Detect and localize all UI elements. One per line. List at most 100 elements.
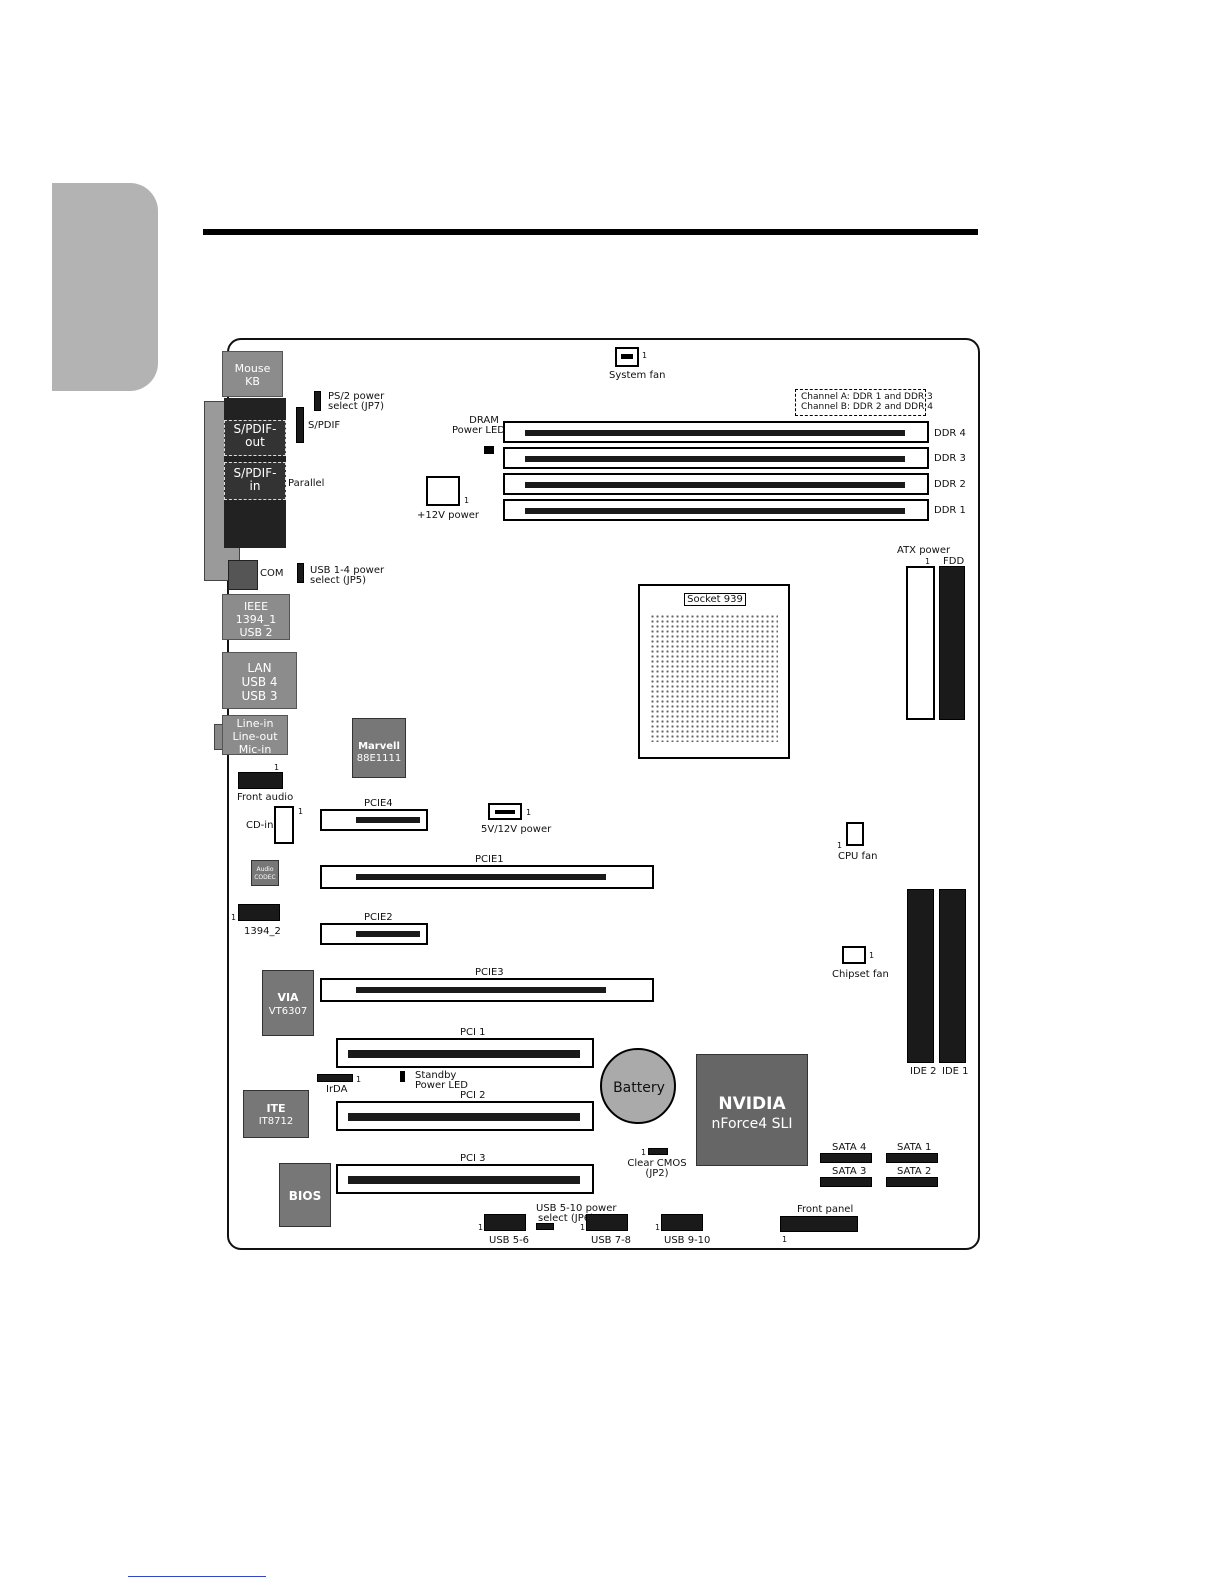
front-panel-label: Front panel [797, 1204, 854, 1215]
nvidia-model: nForce4 SLI [711, 1116, 793, 1132]
heading-rule [203, 229, 978, 235]
ieee1394-2-pin1: 1 [231, 913, 237, 922]
via-chip: VIA VT6307 [262, 970, 314, 1036]
pcie2-label: PCIE2 [364, 912, 393, 923]
cd-in-pin1: 1 [298, 807, 304, 816]
channel-note-box [795, 389, 926, 416]
front-audio-pin1: 1 [274, 763, 280, 772]
jp6-label-2: select (JP6) [538, 1213, 595, 1224]
ddr2-label: DDR 2 [934, 479, 966, 490]
system-fan-connector [615, 347, 639, 367]
pci2-label: PCI 2 [460, 1090, 486, 1101]
ieee1394-usb-port: IEEE 1394_1 USB 2 USB 1 [222, 594, 290, 652]
cd-in-label: CD-in [246, 820, 274, 831]
spdif-out-label-2: out [245, 435, 265, 449]
pcie2-slot [320, 923, 428, 945]
sata4-connector [820, 1153, 872, 1163]
via-model: VT6307 [268, 1006, 308, 1017]
jp7-label-2: select (JP7) [328, 401, 385, 412]
pcie1-label: PCIE1 [475, 854, 504, 865]
spdif-in-port: S/PDIF- in [224, 462, 286, 500]
cpu-fan-connector [846, 822, 864, 846]
ieee1394-2-header [238, 904, 280, 921]
clear-cmos-jumper [648, 1148, 668, 1155]
sata2-label: SATA 2 [897, 1166, 932, 1177]
front-panel-header [780, 1216, 858, 1232]
kb-label: KB [245, 375, 260, 388]
ddr3-slot [503, 447, 929, 469]
audio-codec-label: Audio [256, 866, 274, 873]
battery-label: Battery [613, 1080, 665, 1096]
usb910-pin1: 1 [655, 1223, 661, 1232]
nvidia-chip: NVIDIA nForce4 SLI [696, 1054, 808, 1166]
chipset-fan-label: Chipset fan [832, 969, 889, 980]
fdd-label: FDD [943, 556, 965, 567]
audio-codec-chip: Audio CODEC [251, 860, 279, 886]
bios-label: BIOS [288, 1189, 322, 1203]
board-outline [227, 338, 980, 1250]
front-audio-label: Front audio [237, 792, 294, 803]
pci1-label: PCI 1 [460, 1027, 486, 1038]
power5v12v-pin1: 1 [526, 808, 532, 817]
jp6-jumper [536, 1223, 554, 1230]
spdif-label: S/PDIF [308, 420, 341, 431]
parallel-label: Parallel [288, 478, 325, 489]
atx-pin1: 1 [925, 557, 931, 566]
front-panel-pin1: 1 [782, 1235, 788, 1244]
sata1-connector [886, 1153, 938, 1163]
mouse-kb-port: Mouse KB [222, 351, 283, 397]
usb78-pin1: 1 [580, 1223, 586, 1232]
ite-label: ITE [266, 1102, 286, 1115]
sata4-label: SATA 4 [832, 1142, 867, 1153]
ieee1394-2-label: 1394_2 [244, 926, 281, 937]
battery [600, 1048, 676, 1124]
clear-cmos-label-1: Clear CMOS [627, 1158, 687, 1169]
cd-in-connector [274, 806, 294, 844]
dram-led-label-2: Power LED [452, 425, 506, 436]
jp6-label-1: USB 5-10 power [536, 1203, 617, 1214]
ide2-connector [907, 889, 934, 1063]
spdif-out-label-1: S/PDIF- [233, 422, 277, 436]
chipset-fan-pin1: 1 [869, 951, 875, 960]
ite-model: IT8712 [258, 1116, 294, 1127]
bios-chip: BIOS [279, 1163, 331, 1227]
front-audio-header [238, 772, 283, 789]
ide1-label: IDE 1 [942, 1066, 969, 1077]
jp7-jumper [314, 391, 321, 411]
ide2-label: IDE 2 [910, 1066, 937, 1077]
jp7-label-1: PS/2 power [328, 391, 385, 402]
standby-led-label-1: Standby [415, 1070, 457, 1081]
usb4-label: USB 4 [241, 675, 278, 689]
pci2-slot [336, 1101, 594, 1131]
ddr3-label: DDR 3 [934, 453, 966, 464]
lan-label: LAN [247, 661, 272, 675]
sata2-connector [886, 1177, 938, 1187]
footer-underline [128, 1576, 266, 1577]
sata1-label: SATA 1 [897, 1142, 932, 1153]
pcie1-slot [320, 865, 654, 889]
clear-cmos-pin1: 1 [641, 1148, 647, 1157]
jp5-label-1: USB 1-4 power [310, 565, 385, 576]
system-fan-pin1: 1 [642, 351, 648, 360]
ddr4-slot [503, 421, 929, 443]
fdd-connector [939, 566, 965, 720]
pcie4-label: PCIE4 [364, 798, 393, 809]
chipset-fan-connector [842, 946, 866, 964]
pcie3-label: PCIE3 [475, 967, 504, 978]
ddr2-slot [503, 473, 929, 495]
sata3-connector [820, 1177, 872, 1187]
spdif-in-label-1: S/PDIF- [233, 466, 277, 480]
jp5-jumper [297, 563, 304, 583]
usb2-label: USB 2 [239, 626, 273, 639]
atx-power-label: ATX power [897, 545, 951, 556]
nvidia-label: NVIDIA [718, 1094, 786, 1114]
pcie4-slot [320, 809, 428, 831]
power12v-pin1: 1 [464, 496, 470, 505]
via-label: VIA [277, 991, 299, 1004]
marvell-label: Marvell [358, 741, 400, 752]
mic-in-label: Mic-in [238, 743, 272, 756]
socket-939 [638, 584, 790, 759]
ide1-connector [939, 889, 966, 1063]
ddr1-slot [503, 499, 929, 521]
cpu-fan-pin1: 1 [837, 841, 843, 850]
